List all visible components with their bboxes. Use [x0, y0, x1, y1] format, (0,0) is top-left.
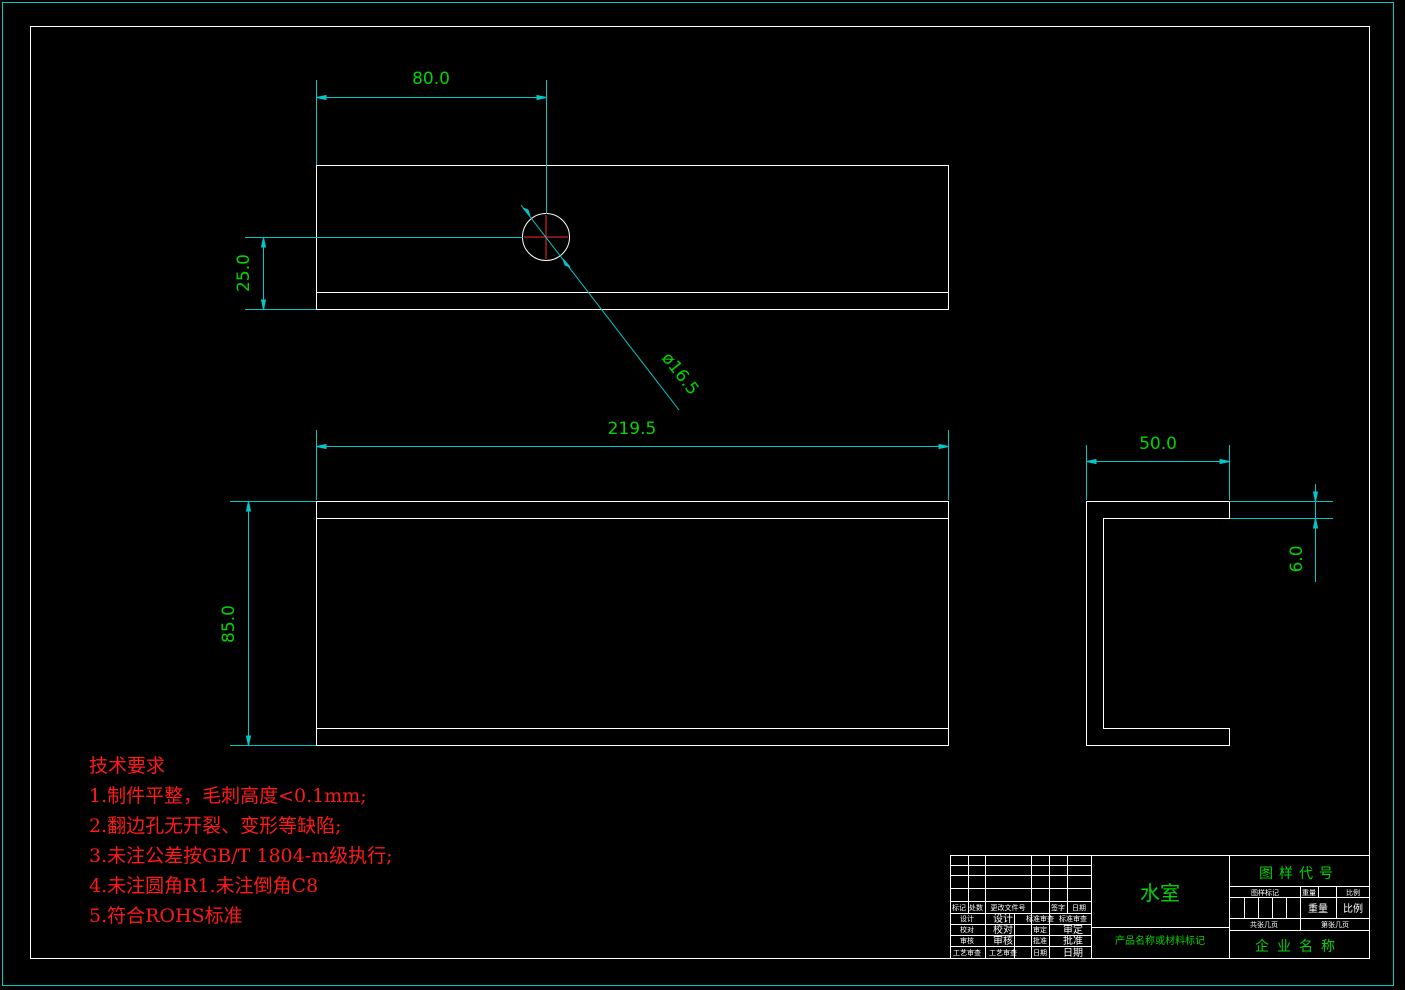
svg-text:校对: 校对	[960, 925, 974, 934]
note-item-1: 1.制件平整，毛刺高度<0.1mm;	[89, 785, 367, 807]
weight-label: 重量	[1302, 889, 1316, 897]
dim-front-width: 219.5	[608, 419, 657, 439]
dim-hole-diameter: ø16.5	[657, 349, 702, 399]
sheet-no: 第张几页	[1321, 920, 1349, 929]
svg-text:标准审查: 标准审查	[1059, 914, 1087, 923]
svg-text:批准: 批准	[1033, 936, 1047, 945]
svg-text:签字: 签字	[1051, 903, 1065, 912]
sheet-frame	[30, 26, 1370, 959]
svg-text:日期: 日期	[1063, 947, 1083, 959]
svg-text:处数: 处数	[969, 903, 983, 912]
svg-text:审定: 审定	[1063, 923, 1083, 936]
weight-label-big: 重量	[1308, 902, 1328, 915]
part-name: 水室	[1140, 881, 1180, 905]
front-view	[316, 501, 949, 746]
product-material-label: 产品名称或材料标记	[1115, 934, 1205, 947]
note-item-4: 4.未注圆角R1.未注倒角C8	[89, 875, 318, 897]
dim-top-width: 80.0	[412, 69, 450, 89]
svg-text:工艺审查: 工艺审查	[953, 948, 981, 957]
svg-text:日期: 日期	[1033, 949, 1047, 957]
top-dim-lines	[245, 80, 680, 411]
dim-top-height: 25.0	[234, 254, 254, 292]
drawing-mark-label: 图样标记	[1251, 888, 1279, 897]
side-dim-lines	[1086, 445, 1333, 582]
svg-text:审核: 审核	[993, 934, 1013, 947]
drawing-code-label: 图样代号	[1259, 866, 1339, 882]
front-view-outline	[316, 501, 949, 746]
svg-text:审核: 审核	[960, 936, 974, 945]
svg-text:设计: 设计	[960, 914, 974, 923]
notes-title: 技术要求	[89, 755, 165, 777]
side-view-profile	[1086, 501, 1230, 746]
front-dim-lines	[230, 430, 949, 746]
svg-text:设计: 设计	[993, 912, 1013, 925]
svg-text:工艺审查: 工艺审查	[989, 948, 1017, 957]
scale-label: 比例	[1346, 888, 1360, 897]
svg-text:日期: 日期	[1072, 904, 1086, 912]
svg-text:标准审查: 标准审查	[1026, 914, 1054, 923]
note-item-5: 5.符合ROHS标准	[89, 905, 243, 927]
dim-side-flange: 6.0	[1287, 545, 1307, 572]
title-block-labels: 标记 处数 更改文件号 签字 日期 设计 设计 标准审查 标准审查 校对 校对 …	[952, 903, 1087, 959]
svg-text:更改文件号: 更改文件号	[991, 903, 1026, 912]
sheets-total: 共张几页	[1250, 920, 1278, 929]
title-block	[950, 855, 1370, 959]
svg-text:批准: 批准	[1063, 934, 1083, 947]
technical-requirements: 技术要求 1.制件平整，毛刺高度<0.1mm; 2.翻边孔无开裂、变形等缺陷; …	[89, 755, 393, 927]
dim-side-width: 50.0	[1139, 434, 1177, 454]
note-item-2: 2.翻边孔无开裂、变形等缺陷;	[89, 815, 342, 837]
svg-text:校对: 校对	[993, 923, 1013, 936]
svg-text:标记: 标记	[952, 903, 966, 912]
note-item-3: 3.未注公差按GB/T 1804-m级执行;	[89, 845, 393, 867]
scale-label-big: 比例	[1343, 902, 1363, 915]
dim-front-height: 85.0	[219, 605, 239, 643]
company-name: 企业名称	[1255, 938, 1343, 955]
svg-text:审定: 审定	[1033, 925, 1047, 934]
